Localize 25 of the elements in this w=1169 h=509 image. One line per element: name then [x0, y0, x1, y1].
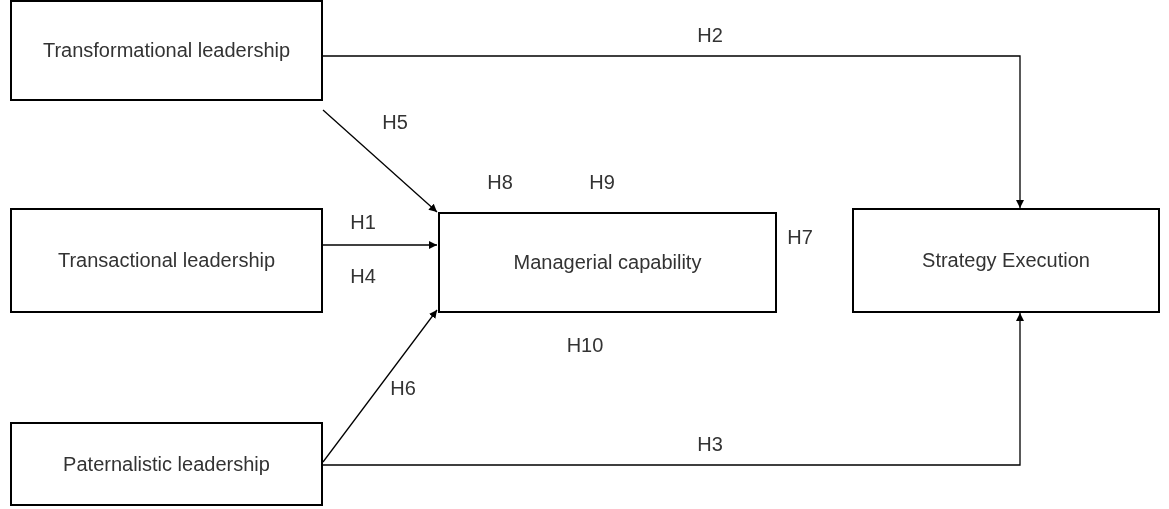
hypothesis-label: H7: [787, 227, 813, 247]
hypothesis-label: H9: [589, 172, 615, 192]
construct-box: [438, 212, 777, 313]
hypothesis-label: H4: [350, 266, 376, 286]
arrow: [322, 241, 438, 249]
construct-box: [852, 208, 1160, 313]
construct-box: [10, 0, 323, 101]
arrow: [322, 309, 438, 463]
hypothesis-label: H5: [382, 112, 408, 132]
construct-name: Paternalistic leadership: [63, 451, 270, 477]
construct-name: Transformational leadership: [42, 38, 291, 63]
arrow: [322, 312, 1024, 466]
construct-box: [10, 422, 323, 506]
arrow: [322, 55, 1024, 209]
construct-name: Strategy Execution: [922, 248, 1090, 273]
arrow: [322, 109, 438, 213]
hypothesis-label: H6: [390, 378, 416, 398]
hypothesis-label: H3: [697, 434, 723, 454]
hypothesis-label: H8: [487, 172, 513, 192]
hypothesis-label: H1: [350, 212, 376, 232]
hypothesis-label: H10: [566, 335, 604, 355]
hypothesis-label: H2: [697, 25, 723, 45]
construct-box: [10, 208, 323, 313]
construct-name: Managerial capability: [513, 250, 702, 275]
construct-name: Transactional leadership: [57, 248, 276, 273]
